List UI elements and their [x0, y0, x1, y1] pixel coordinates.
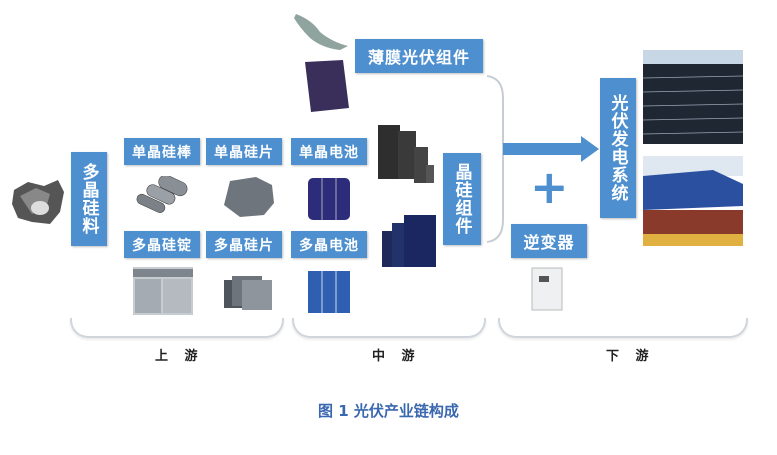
plus-icon: + [530, 160, 569, 214]
rooftop-solar-image [643, 156, 743, 246]
stage-upstream: 上 游 [155, 349, 204, 364]
merge-connector [486, 75, 504, 243]
poly-ingot-box: 多晶硅锭 [124, 231, 200, 258]
figure-caption: 图 1 光伏产业链构成 [318, 402, 459, 420]
solar-farm-image [643, 50, 743, 144]
inverter-box: 逆变器 [511, 224, 587, 258]
poly-cell-box: 多晶电池 [291, 231, 367, 258]
upstream-bracket [70, 318, 284, 338]
mono-wafer-image [224, 177, 274, 217]
inverter-image [531, 267, 563, 311]
polysilicon-material-box: 多晶硅料 [71, 152, 107, 246]
poly-module-image [382, 215, 436, 267]
poly-cell-image [308, 271, 350, 313]
mono-module-image [378, 125, 434, 183]
crystalline-module-box: 晶硅组件 [443, 153, 481, 245]
stage-downstream: 下 游 [606, 349, 655, 364]
poly-wafer-image [224, 276, 272, 310]
mono-ingot-image [136, 176, 188, 213]
mono-wafer-box: 单晶硅片 [206, 138, 282, 165]
stage-midstream: 中 游 [372, 349, 421, 364]
polysilicon-chunk-image [12, 180, 64, 224]
poly-wafer-box: 多晶硅片 [206, 231, 282, 258]
pv-system-box: 光伏发电系统 [600, 78, 636, 218]
downstream-bracket [498, 318, 748, 338]
thin-film-panel-image [305, 60, 349, 112]
poly-ingot-image [133, 267, 193, 315]
flexible-thin-film-image [294, 14, 348, 50]
mono-ingot-box: 单晶硅棒 [124, 138, 200, 165]
mono-cell-box: 单晶电池 [291, 138, 367, 165]
midstream-bracket [292, 318, 486, 338]
flow-arrow-icon [503, 136, 599, 162]
mono-cell-image [308, 178, 350, 220]
thin-film-module-box: 薄膜光伏组件 [355, 39, 483, 73]
